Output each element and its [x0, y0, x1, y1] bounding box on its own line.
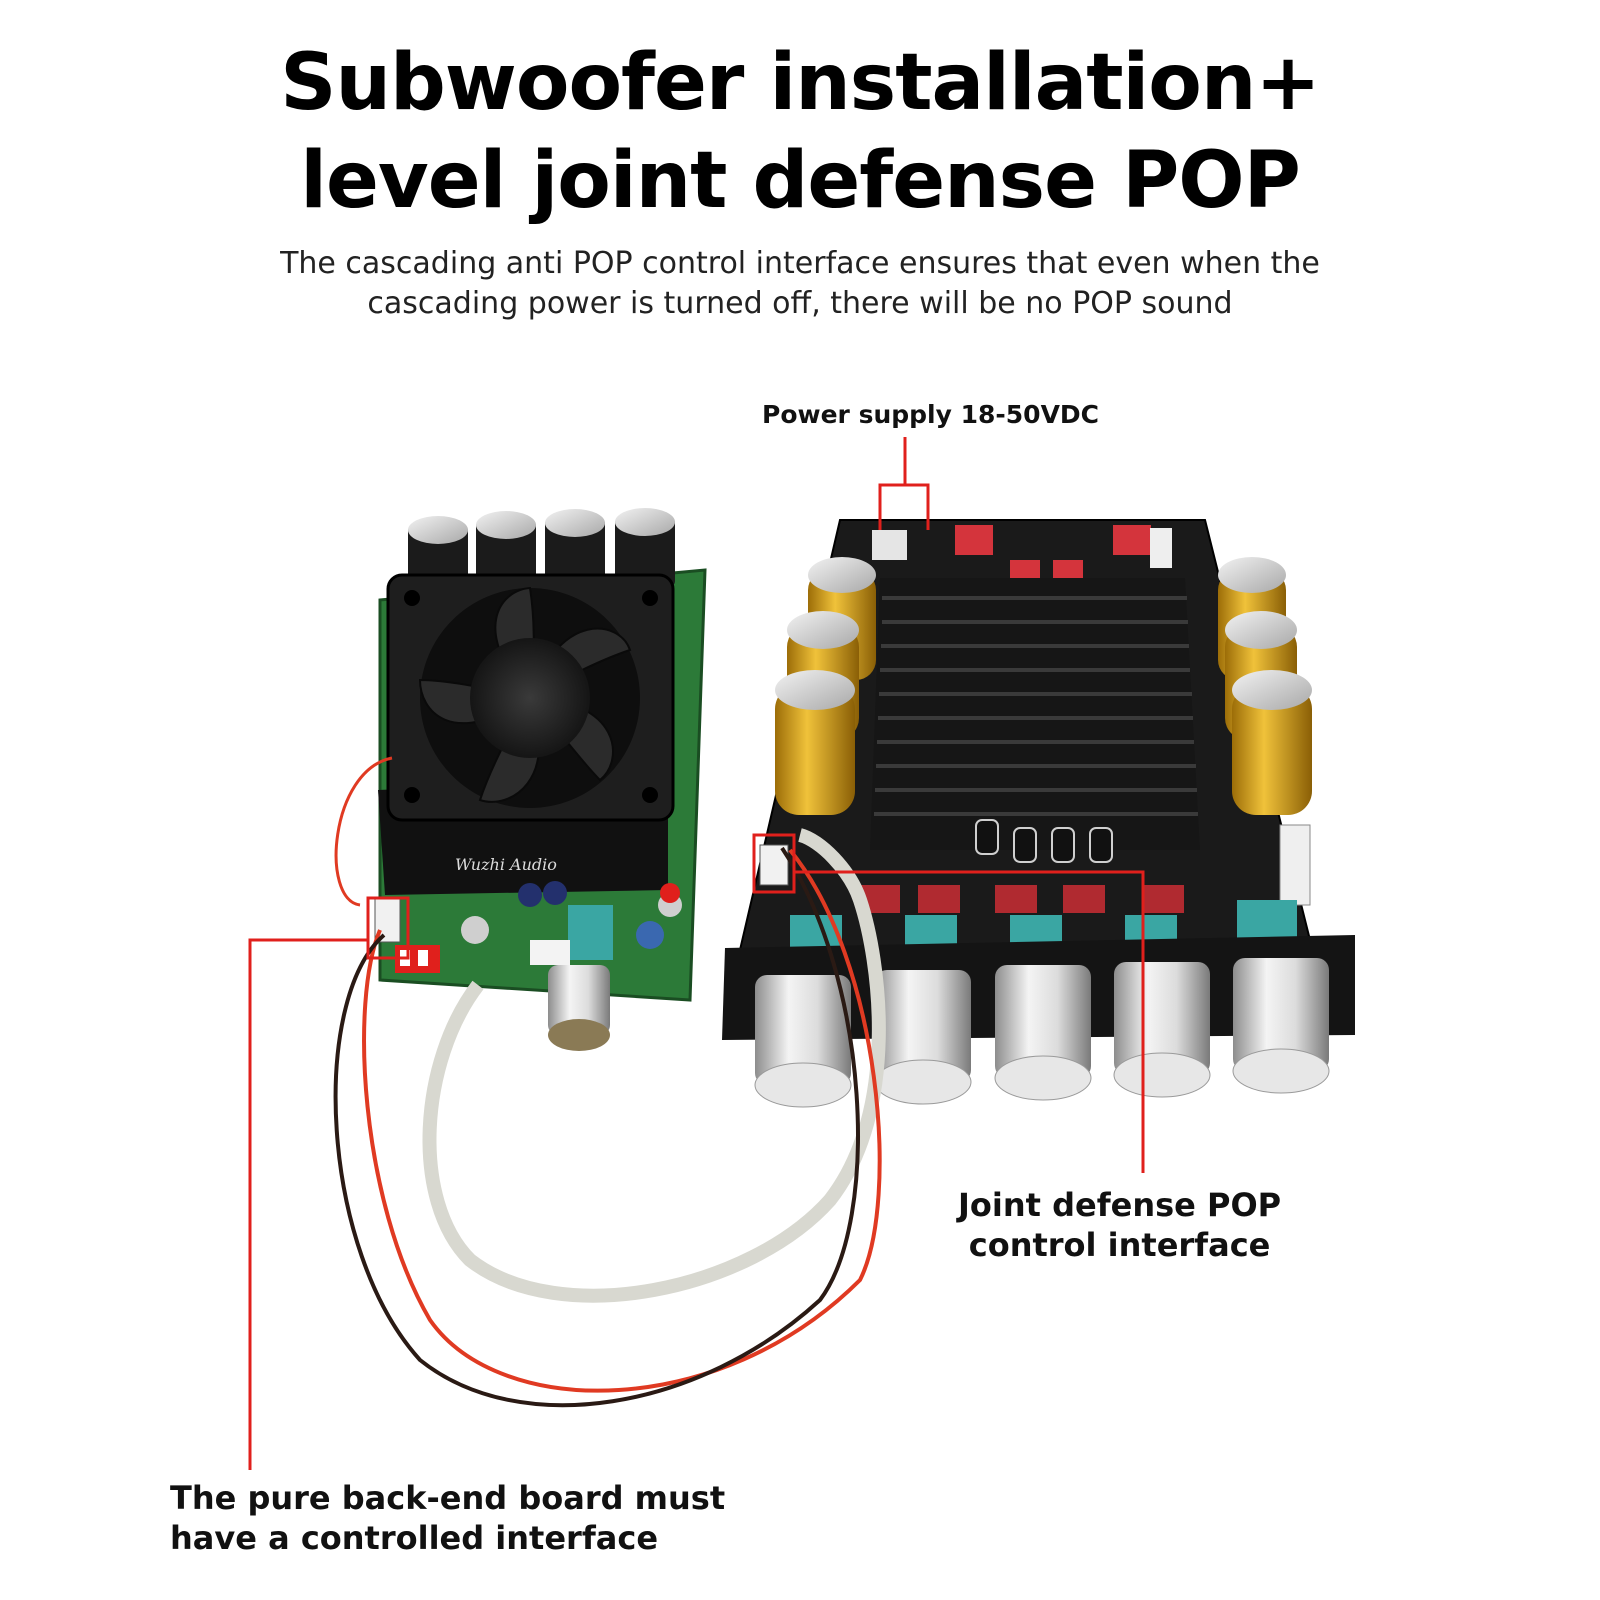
backend-board-label-line-2: have a controlled interface	[170, 1519, 659, 1557]
backend-board: Wuzhi Audio	[374, 508, 707, 1051]
title-line-1: Subwoofer installation+	[280, 38, 1320, 128]
joint-defense-label-line-2: control interface	[968, 1226, 1271, 1264]
backend-capacitors	[408, 508, 675, 595]
page-title: Subwoofer installation+ level joint defe…	[0, 34, 1600, 230]
title-line-2: level joint defense POP	[300, 136, 1301, 226]
backend-board-label-line-1: The pure back-end board must	[170, 1479, 726, 1517]
frontend-board	[722, 519, 1355, 1108]
callout-lines	[248, 437, 1145, 1470]
subtitle-line-1: The cascading anti POP control interface…	[280, 246, 1320, 281]
wuzhi-audio-logo: Wuzhi Audio	[455, 855, 557, 874]
interconnect-cables	[333, 756, 886, 1408]
tone-knobs	[754, 958, 1330, 1108]
backend-board-label: The pure back-end board must have a cont…	[170, 1478, 725, 1558]
power-supply-label: Power supply 18-50VDC	[762, 400, 1100, 429]
frontend-capacitors-right	[1218, 557, 1312, 815]
page-subtitle: The cascading anti POP control interface…	[0, 244, 1600, 324]
joint-defense-label-line-1: Joint defense POP	[958, 1186, 1282, 1224]
joint-defense-label: Joint defense POP control interface	[958, 1185, 1281, 1265]
frontend-capacitors-left	[775, 557, 876, 815]
subtitle-line-2: cascading power is turned off, there wil…	[367, 286, 1233, 321]
